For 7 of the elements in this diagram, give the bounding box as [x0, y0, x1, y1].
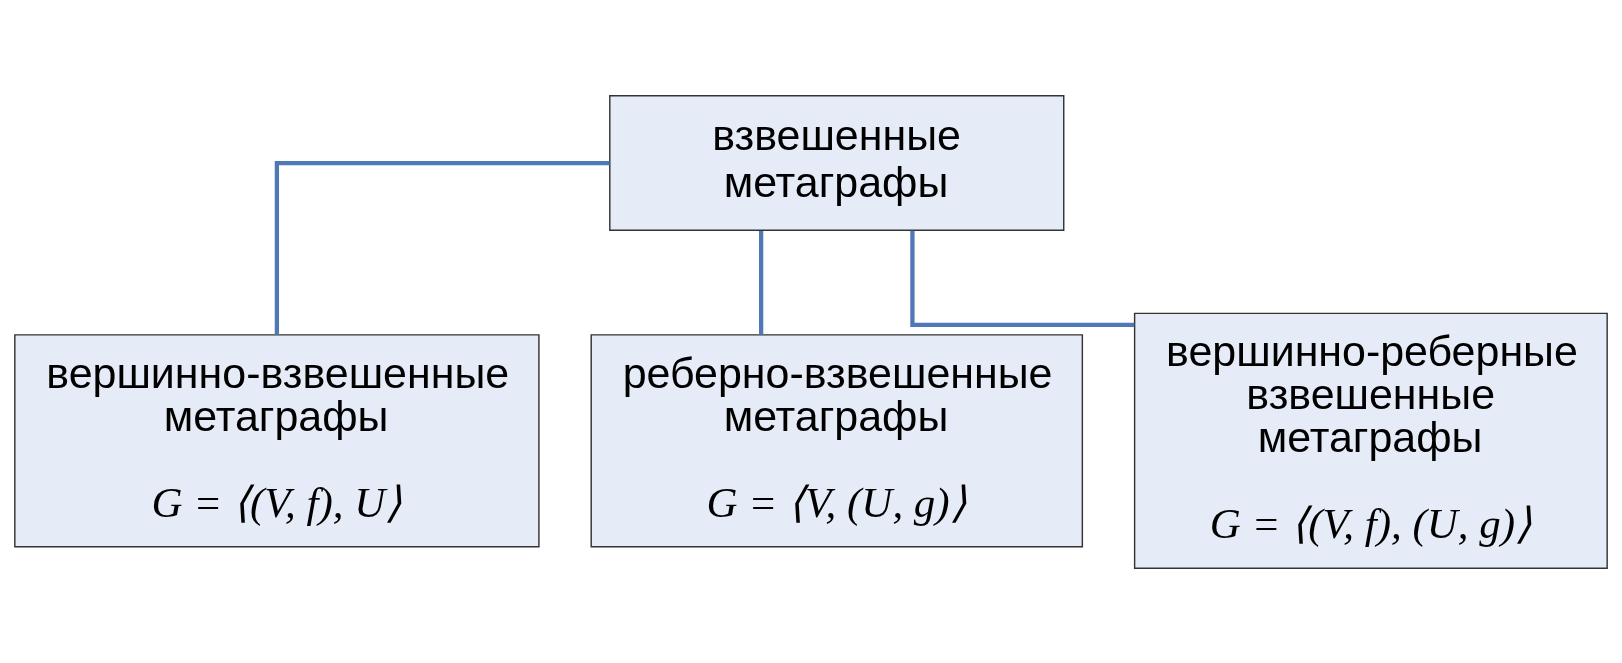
connector — [910, 230, 1135, 327]
node-box: вершинно-реберные взвешенные метаграфы G = ⟨(V, f), (U, g)⟩ — [1133, 312, 1608, 569]
node-box: реберно-взвешенные метаграфы G = ⟨V, (U, g)⟩ — [590, 333, 1084, 547]
node-box: взвешенные метаграфы — [609, 94, 1065, 231]
connector — [274, 160, 610, 335]
node-box: вершинно-взвешенные метаграфы G = ⟨(V, f), U⟩ — [14, 333, 540, 547]
connector — [759, 230, 764, 335]
